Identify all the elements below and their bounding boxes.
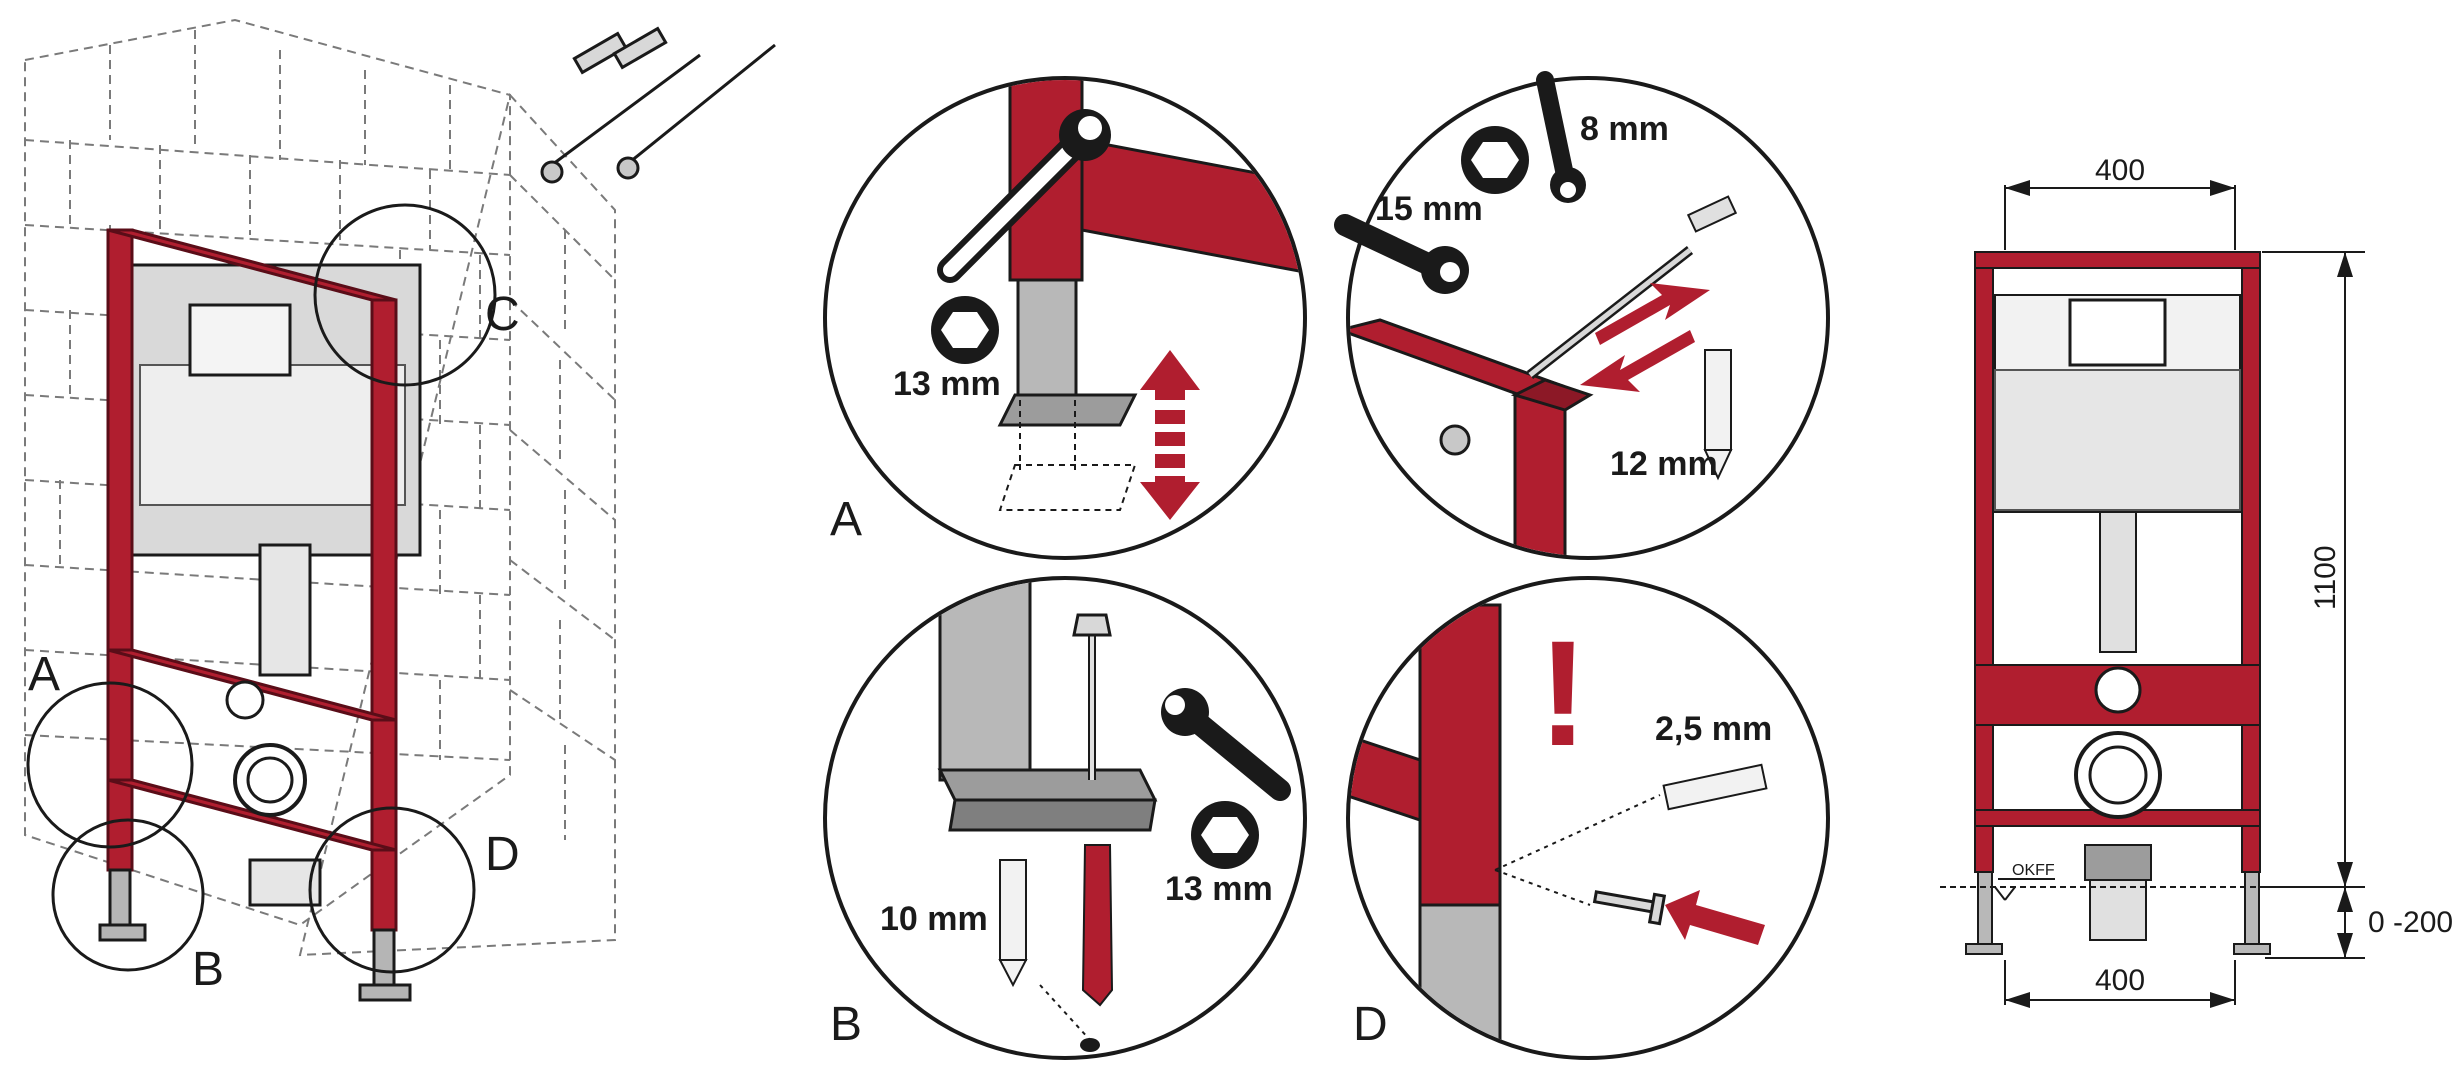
open-wrench-icon xyxy=(1161,688,1291,801)
drill-bit-icon xyxy=(1662,763,1768,811)
detail-a-size: 13 mm xyxy=(893,365,1001,403)
detail-a-caption: A xyxy=(830,493,862,546)
detail-b xyxy=(823,576,1307,1060)
detail-d-warning: ! xyxy=(1538,609,1588,777)
detail-circles xyxy=(26,203,497,974)
dim-bottom-width: 400 xyxy=(2095,964,2145,997)
detail-c xyxy=(1334,71,1830,560)
waste-bend xyxy=(225,680,322,907)
dim-floor-ref: OKFF xyxy=(2012,862,2055,879)
overview-label-a: A xyxy=(28,648,60,701)
up-down-arrow-icon xyxy=(1140,350,1200,520)
dim-height-adjust: 0 -200 xyxy=(2368,906,2453,939)
overview-legs xyxy=(98,868,412,1002)
circle-a xyxy=(26,681,194,849)
dim-top-width: 400 xyxy=(2095,154,2145,187)
overview-illustration xyxy=(24,18,776,1002)
push-arrow-icon xyxy=(1665,890,1765,945)
detail-b-caption: B xyxy=(830,998,862,1051)
double-arrow-icon xyxy=(1580,283,1710,392)
dim-height: 1100 xyxy=(2309,545,2342,610)
screw-icon xyxy=(1592,890,1667,926)
hex-nut-icon xyxy=(1191,801,1259,869)
dimension-drawing xyxy=(1940,180,2365,1008)
circle-d xyxy=(308,806,476,974)
detail-d-caption: D xyxy=(1353,998,1388,1051)
overview-label-d: D xyxy=(485,828,520,881)
drill-bit-icon xyxy=(998,859,1028,988)
wall-plug-icon xyxy=(1081,844,1114,1007)
fixing-kit xyxy=(540,26,776,184)
circle-b xyxy=(51,818,205,972)
detail-c-size-15: 15 mm xyxy=(1375,190,1483,228)
overview-red-frame xyxy=(106,228,398,932)
drill-bit-icon xyxy=(1703,349,1733,481)
overview-label-b: B xyxy=(192,943,224,996)
detail-c-size-8: 8 mm xyxy=(1580,110,1669,148)
overview-label-c: C xyxy=(485,288,520,341)
circle-c xyxy=(313,203,497,387)
detail-d-size: 2,5 mm xyxy=(1655,710,1772,748)
detail-b-size-10: 10 mm xyxy=(880,900,988,938)
open-wrench-icon xyxy=(1334,71,1586,294)
detail-d xyxy=(1346,576,1830,1060)
detail-a xyxy=(823,76,1307,560)
hex-nut-icon xyxy=(931,296,999,364)
open-wrench-icon xyxy=(937,109,1111,283)
detail-c-size-12: 12 mm xyxy=(1610,445,1718,483)
detail-b-size-13: 13 mm xyxy=(1165,870,1273,908)
hex-nut-icon xyxy=(1461,126,1529,194)
